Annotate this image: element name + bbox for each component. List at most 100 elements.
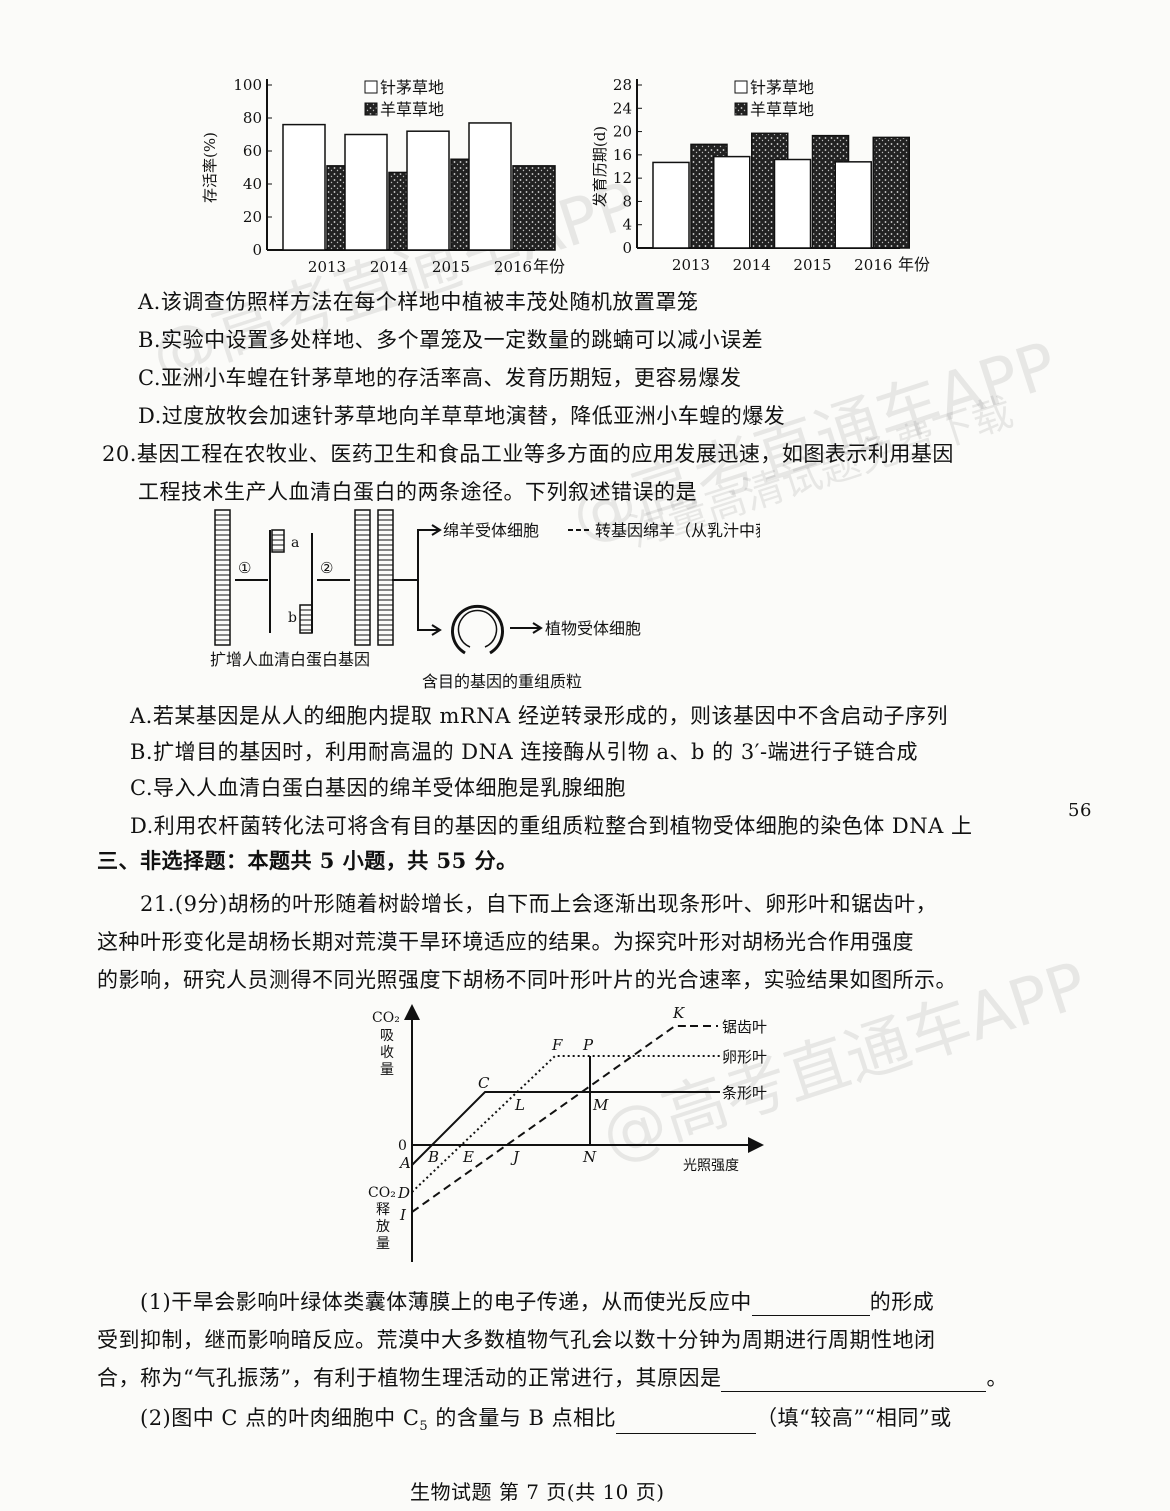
y-tick-label: 24	[613, 99, 632, 117]
x-tick-label: 2015	[432, 258, 470, 276]
subscript: 5	[419, 1419, 429, 1435]
q19-option-d: D.过度放牧会加速针茅草地向羊草草地演替，降低亚洲小车蝗的爆发	[138, 404, 786, 428]
plasmid-label: 含目的基因的重组质粒	[422, 672, 582, 690]
q19-option-b: B.实验中设置多处样地、多个罩笼及一定数量的跳蝻可以减小误差	[138, 328, 764, 352]
q19-option-a: A.该调查仿照样方法在每个样地中植被丰茂处随机放置罩笼	[138, 290, 699, 314]
bar-stipa	[468, 122, 512, 251]
legend-label: 针茅草地	[380, 78, 444, 97]
q20-option-b: B.扩增目的基因时，利用耐高温的 DNA 连接酶从引物 a、b 的 3′-端进行…	[130, 740, 919, 764]
dna-strand	[377, 509, 394, 646]
text: 的形成	[869, 1290, 935, 1314]
y-tick-label: 16	[613, 146, 632, 164]
transgenic-sheep-label: 转基因绵羊（从乳汁中获得人血清白蛋白）	[595, 521, 760, 540]
text: (2)图中 C 点的叶肉细胞中 C	[140, 1406, 420, 1430]
bar-stipa	[344, 133, 388, 251]
gene-engineering-diagram: ① ② a b 绵羊受体细胞 转基因绵羊（从乳汁中获得人血清白蛋白） 植物受体细…	[210, 509, 760, 690]
x-tick-label: 2014	[370, 258, 408, 276]
legend-swatch	[734, 80, 748, 94]
legend-ovate-leaf: 卵形叶	[722, 1048, 767, 1066]
q21-part1: 合，称为“气孔振荡”，有利于植物生理活动的正常进行，其原因是 。	[97, 1362, 1008, 1392]
y-tick-label: 12	[613, 169, 632, 187]
origin-label: 0	[398, 1138, 407, 1154]
text: 。	[986, 1366, 1008, 1390]
bar-stipa	[406, 130, 450, 251]
bar-stipa	[834, 161, 872, 249]
legend-swatch	[364, 80, 378, 94]
q21-stem: 21.(9分)胡杨的叶形随着树龄增长，自下而上会逐渐出现条形叶、卵形叶和锯齿叶，	[140, 892, 938, 916]
y-tick-label: 28	[613, 76, 632, 94]
q21-stem: 的影响，研究人员测得不同光照强度下胡杨不同叶形叶片的光合速率，实验结果如图所示。	[97, 968, 957, 992]
legend-label: 羊草草地	[380, 100, 444, 119]
point-c: C	[478, 1074, 490, 1092]
y-axis-label: CO₂	[372, 1010, 400, 1026]
y-tick-label: 40	[243, 175, 262, 193]
y-tick-label: 60	[243, 142, 262, 160]
y-tick-label: 0	[252, 241, 262, 259]
x-axis-label: 光照强度	[683, 1158, 739, 1174]
x-axis-label: 年份	[533, 257, 565, 276]
answer-blank[interactable]	[721, 1373, 987, 1392]
y-axis-label: 发育历期(d)	[591, 126, 609, 207]
y-axis-label: 存活率(%)	[201, 132, 219, 203]
step-2-label: ②	[320, 559, 333, 577]
y-tick-label: 20	[243, 208, 262, 226]
y-axis-label-down: 释	[376, 1202, 390, 1218]
y-axis-label: 量	[380, 1062, 394, 1078]
x-tick-label: 2013	[672, 256, 710, 274]
answer-blank[interactable]	[616, 1415, 757, 1435]
y-tick-label: 80	[243, 109, 262, 127]
y-axis-label-down: CO₂	[368, 1185, 396, 1201]
margin-note: 56	[1068, 800, 1092, 821]
point-j: J	[510, 1148, 520, 1166]
answer-blank[interactable]	[751, 1297, 870, 1316]
y-axis-label: 吸	[380, 1028, 394, 1044]
dna-strand	[299, 604, 313, 634]
page-footer: 生物试题 第 7 页(共 10 页)	[410, 1480, 665, 1504]
y-axis-label-down: 放	[376, 1219, 390, 1235]
x-tick-label: 2014	[733, 256, 771, 274]
q20-option-a: A.若某基因是从人的细胞内提取 mRNA 经逆转录形成的，则该基因中不含启动子序…	[130, 704, 948, 728]
point-k: K	[672, 1004, 685, 1022]
sheep-cell-label: 绵羊受体细胞	[443, 521, 539, 540]
section-heading: 三、非选择题：本题共 5 小题，共 55 分。	[97, 848, 518, 873]
point-m: M	[592, 1096, 609, 1114]
q21-part1: 受到抑制，继而影响暗反应。荒漠中大多数植物气孔会以数十分钟为周期进行周期性地闭	[97, 1328, 936, 1352]
q20-option-d: D.利用农杆菌转化法可将含有目的基因的重组质粒整合到植物受体细胞的染色体 DNA…	[130, 814, 973, 838]
q21-part2: (2)图中 C 点的叶肉细胞中 C5 的含量与 B 点相比 （填“较高”“相同”或	[140, 1402, 952, 1435]
x-tick-label: 2016	[854, 256, 892, 274]
bar-leymus	[872, 136, 910, 249]
text: 的含量与 B 点相比	[428, 1406, 617, 1430]
bar-stipa	[713, 155, 751, 249]
y-tick-label: 0	[622, 239, 632, 257]
point-n: N	[582, 1148, 597, 1166]
dna-strand	[214, 509, 231, 646]
y-tick-label: 20	[613, 123, 632, 141]
plant-cell-label: 植物受体细胞	[545, 619, 641, 638]
x-tick-label: 2016	[494, 258, 532, 276]
point-f: F	[551, 1036, 563, 1054]
q20-stem: 工程技术生产人血清白蛋白的两条途径。下列叙述错误的是	[138, 480, 697, 504]
legend-linear-leaf: 条形叶	[722, 1084, 767, 1102]
gene-label: 扩增人血清白蛋白基因	[210, 650, 370, 669]
bar-stipa	[773, 158, 812, 249]
y-axis-label: 收	[380, 1045, 394, 1061]
legend-label: 羊草草地	[750, 100, 814, 119]
q20-stem: 20.基因工程在农牧业、医药卫生和食品工业等多方面的应用发展迅速，如图表示利用基…	[102, 442, 954, 466]
dna-strand	[354, 509, 371, 646]
x-tick-label: 2015	[793, 256, 831, 274]
q21-stem: 这种叶形变化是胡杨长期对荒漠干旱环境适应的结果。为探究叶形对胡杨光合作用强度	[97, 930, 914, 954]
point-p: P	[582, 1036, 594, 1054]
text: （填“较高”“相同”或	[756, 1406, 952, 1430]
point-i: I	[399, 1206, 407, 1224]
q20-option-c: C.导入人血清白蛋白基因的绵羊受体细胞是乳腺细胞	[130, 776, 626, 800]
point-e: E	[462, 1148, 474, 1166]
y-tick-label: 100	[233, 76, 262, 94]
legend-label: 针茅草地	[750, 78, 814, 97]
bar-stipa	[282, 123, 326, 251]
photosynthesis-graph: CO₂ 吸 收 量 CO₂ 释 放 量 0 光照强度 A B C D E F I…	[368, 1004, 767, 1262]
x-tick-label: 2013	[308, 258, 346, 276]
bar-leymus	[512, 165, 556, 251]
y-axis-label-down: 量	[376, 1236, 390, 1252]
text: 合，称为“气孔振荡”，有利于植物生理活动的正常进行，其原因是	[97, 1366, 722, 1390]
